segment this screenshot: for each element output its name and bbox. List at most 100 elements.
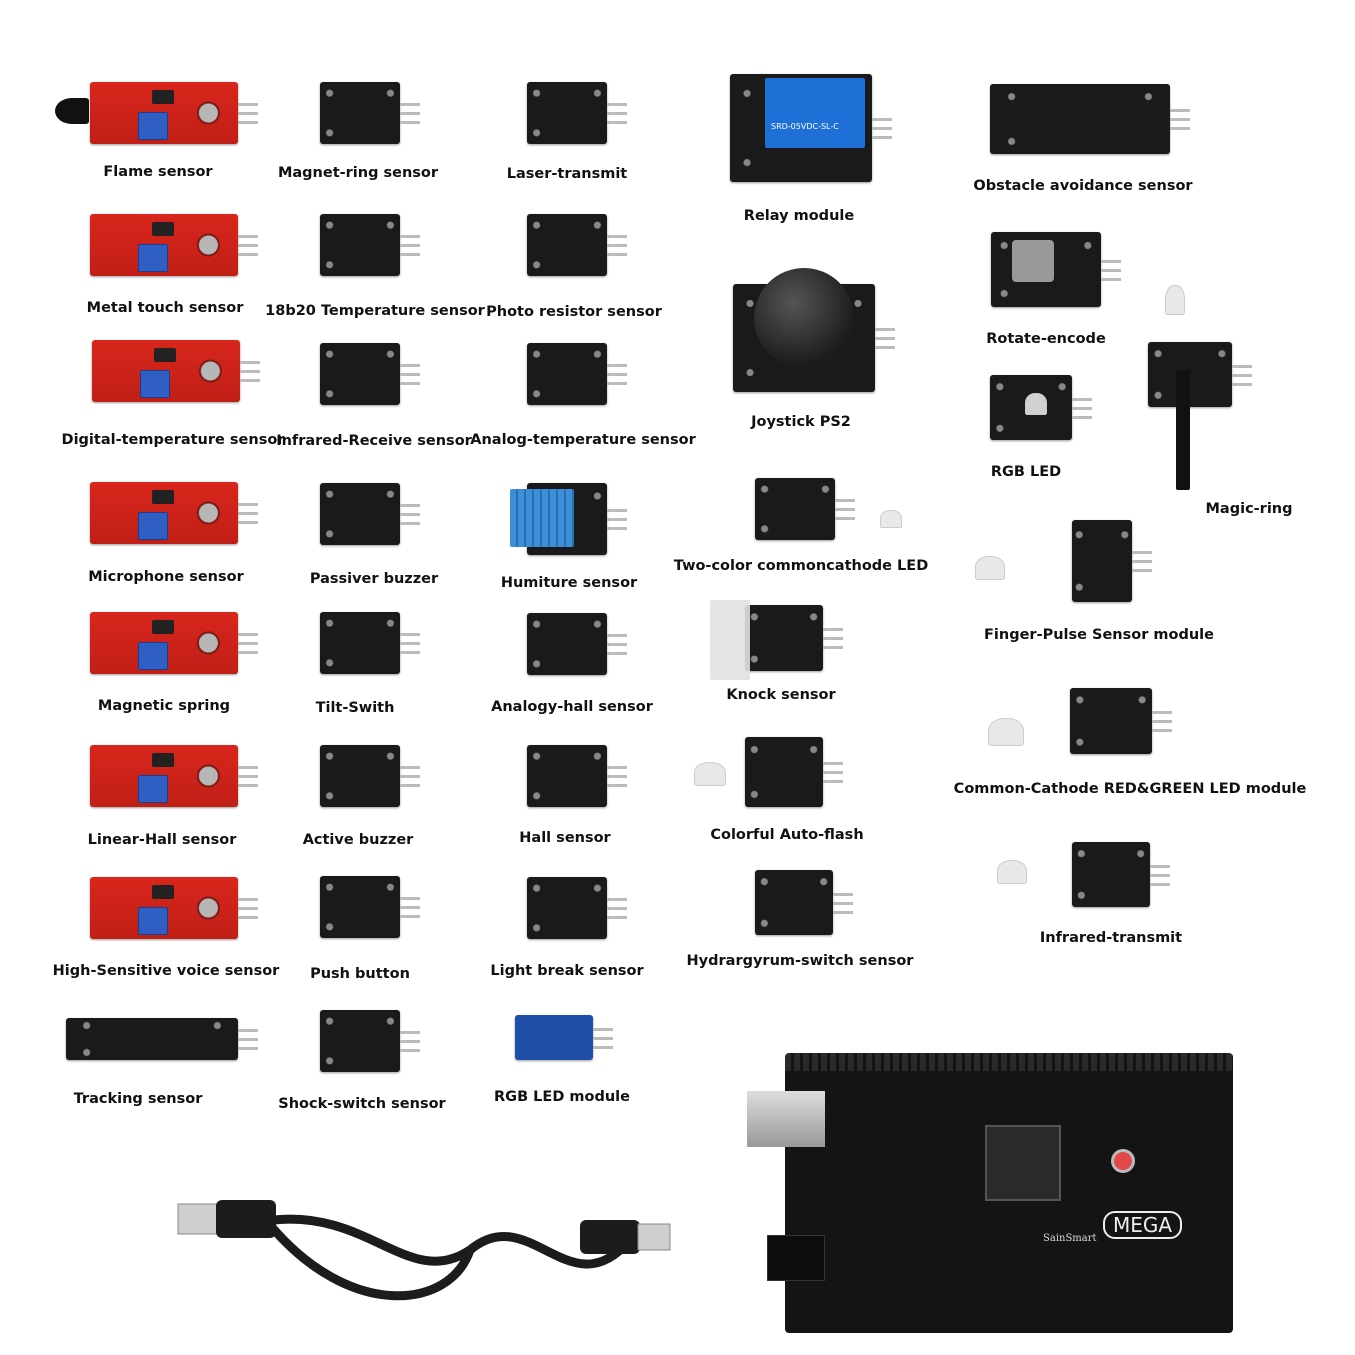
sensor-module-board [1072,842,1150,907]
module-label: Linear-Hall sensor [87,832,237,848]
header-pins [400,364,420,367]
header-pins [400,897,420,900]
sensor-module-board [320,483,400,545]
comparator-chip [152,620,174,634]
module-label: Analogy-hall sensor [491,699,653,715]
header-pins [607,634,627,637]
module-label: Microphone sensor [88,569,244,585]
module-label: Humiture sensor [500,575,638,591]
joystick-knob [754,268,854,368]
header-pins [400,633,420,636]
module-label: Laser-transmit [506,166,628,182]
header-pins [240,361,260,364]
module-label: Rotate-encode [986,331,1106,347]
potentiometer [138,775,168,803]
header-pins [593,1027,613,1031]
module-label: RGB LED module [494,1089,630,1105]
sensor-module-board [745,605,823,671]
header-pins [238,103,258,106]
module-label: Shock-switch sensor [278,1096,446,1112]
potentiometer [138,907,168,935]
module-label: Magnet-ring sensor [277,165,439,181]
led-bulb [975,556,1005,580]
header-pins [875,328,895,331]
mega-board: MEGA SainSmart [747,1053,1233,1333]
header-pins [400,766,420,769]
flame-sensor-bulb [55,98,89,124]
module-label: Two-color commoncathode LED [673,558,929,574]
module-label: Flame sensor [103,164,213,180]
sensor-module-board [515,1015,593,1060]
module-label: Tilt-Swith [315,700,395,716]
header-pins [1152,711,1172,714]
led-bulb [694,762,726,786]
sensor-module-board [527,343,607,405]
module-label: Obstacle avoidance sensor [973,178,1193,194]
module-label: Hall sensor [519,830,611,846]
magic-ring-tube [1176,370,1190,490]
comparator-chip [152,753,174,767]
module-label: Light break sensor [490,963,644,979]
humiture-sensor [510,489,574,547]
led-bulb [988,718,1024,746]
sensor-module-board [320,214,400,276]
module-label: Infrared-Receive sensor [276,433,472,449]
module-label: Relay module [743,208,855,224]
relay-component: SRD-05VDC-SL-C [765,78,865,148]
sensor-module-board [990,84,1170,154]
power-jack [767,1235,825,1281]
sensor-module-board [320,612,400,674]
potentiometer [140,370,170,398]
module-label: Active buzzer [302,832,414,848]
header-pins [238,633,258,636]
module-label: Knock sensor [726,687,836,703]
sensor-module-board [745,737,823,807]
sensor-module-board [990,375,1072,440]
sensor-module-board [527,877,607,939]
header-pins [607,103,627,106]
header-pins [400,103,420,106]
potentiometer [138,642,168,670]
led-bulb [880,510,902,528]
sensor-module-board [1148,342,1232,407]
module-label: Digital-temperature sensor [61,432,285,448]
header-pins [238,1029,258,1032]
comparator-chip [152,885,174,899]
module-label: Infrared-transmit [1039,930,1183,946]
sensor-module-board [320,876,400,938]
header-pins [1132,551,1152,554]
module-label: Magnetic spring [97,698,231,714]
comparator-chip [152,490,174,504]
module-label: Passiver buzzer [309,571,439,587]
sensor-module-board [320,1010,400,1072]
header-pins [607,898,627,901]
module-label: Photo resistor sensor [486,304,662,320]
header-pins [833,892,853,896]
module-label: Common-Cathode RED&GREEN LED module [953,781,1307,797]
sensor-module-board [1070,688,1152,754]
sensor-module-board [527,745,607,807]
header-pins [1170,109,1190,112]
header-pins [400,235,420,238]
potentiometer [138,512,168,540]
reset-button [1111,1149,1135,1173]
module-label: Hydrargyrum-switch sensor [686,953,914,969]
header-pins [400,504,420,507]
header-pins [607,235,627,238]
led-bulb [1165,285,1185,315]
header-pins [835,499,855,502]
usb-port [747,1091,825,1147]
header-pins [1150,864,1170,868]
module-label: 18b20 Temperature sensor [265,303,485,319]
module-label: Metal touch sensor [86,300,244,316]
header-pins [238,898,258,901]
header-pins [1101,259,1121,263]
sensor-module-board [527,613,607,675]
led-bulb [997,860,1027,884]
module-label: Tracking sensor [73,1091,203,1107]
sensor-module-board [527,82,607,144]
sensor-module-board [320,343,400,405]
module-label: Finger-Pulse Sensor module [984,627,1214,643]
comparator-chip [152,90,174,104]
